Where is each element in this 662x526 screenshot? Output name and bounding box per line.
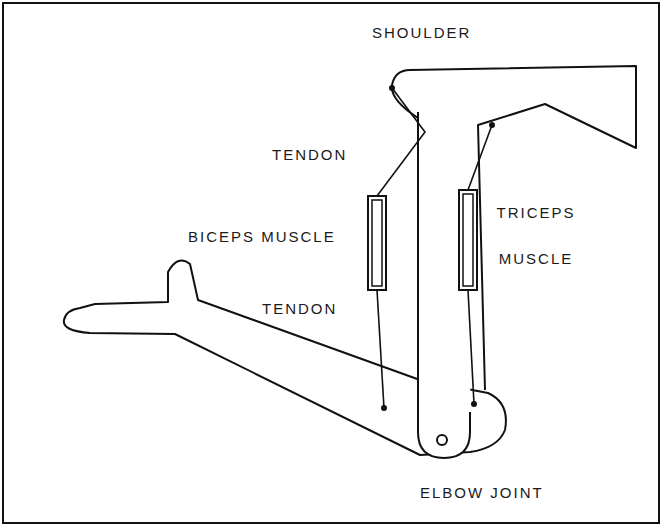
part-label: TRICEPS MUSCLE	[488, 190, 584, 282]
attachment-dot	[381, 405, 387, 411]
part-label: TENDON	[272, 146, 347, 164]
frame-border	[3, 3, 659, 523]
elbow-pivot	[437, 435, 447, 445]
attachment-dot	[389, 85, 395, 91]
triceps-muscle	[459, 190, 477, 290]
attachment-dot	[489, 122, 495, 128]
part-label: SHOULDER	[372, 24, 471, 42]
shoulder-outline	[392, 66, 636, 390]
bone-fill	[418, 112, 478, 458]
attachment-dot	[471, 401, 477, 407]
tendon-line	[468, 125, 492, 190]
part-label: ELBOW JOINT	[420, 484, 544, 502]
part-label: TENDON	[262, 300, 337, 318]
part-label: BICEPS MUSCLE	[188, 228, 336, 246]
tendon-line	[468, 290, 474, 404]
tendon-line	[377, 88, 425, 196]
biceps-muscle	[368, 196, 386, 290]
tendon-line	[377, 290, 384, 408]
biceps-inner	[372, 200, 382, 286]
triceps-inner	[463, 194, 473, 286]
